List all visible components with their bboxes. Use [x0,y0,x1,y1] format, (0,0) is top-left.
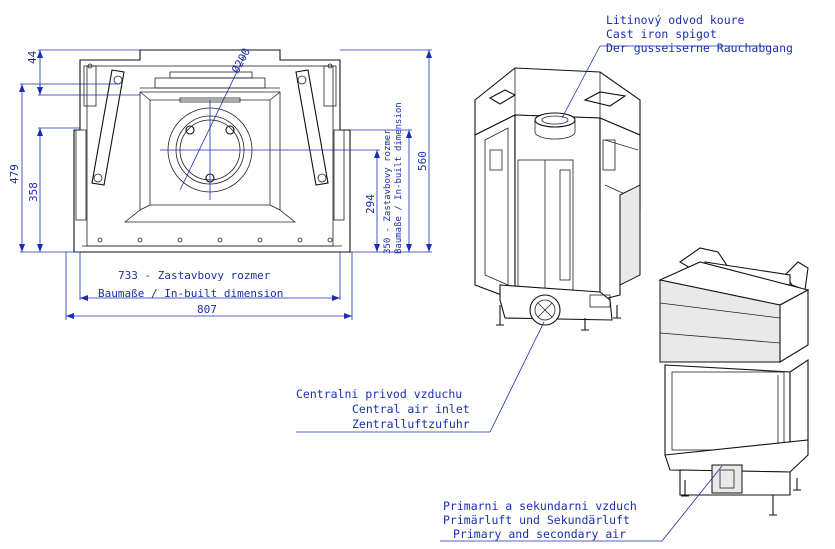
dim-44: 44 [26,50,39,64]
callout-primary-air-en: Primary and secondary air [453,527,626,541]
callout-central-air-en: Central air inlet [352,402,470,416]
dim-294: 294 [364,194,377,214]
dim-479: 479 [8,164,21,184]
dim-358: 358 [27,182,40,202]
callout-primary-air-cz: Primarni a sekundarni vzduch [443,499,637,513]
callout-central-air-de: Zentralluftzufuhr [352,417,470,431]
dim-350-line2: Baumaße / In-built dimension [394,102,404,254]
callout-spigot-cz: Litinový odvod koure [606,13,745,27]
dim-733-line1: 733 - Zastavbovy rozmer [118,269,271,282]
callout-primary-air-de: Primärluft und Sekundärluft [443,513,630,527]
callout-lines [296,45,770,542]
dim-350-line1: 350 - Zastavbovy rozmer [383,129,393,254]
dim-733-line2: Baumaße / In-built dimension [98,287,283,300]
front-view [73,49,351,253]
callout-spigot-de: Der gusseiserne Rauchabgang [606,41,793,55]
callout-central-air-cz: Centralni privod vzduchu [296,387,462,401]
back-isometric-view [474,67,641,331]
front-isometric-view [658,247,810,516]
front-view-dimensions [19,49,432,320]
dim-807: 807 [197,303,217,316]
callout-spigot-en: Cast iron spigot [606,27,717,41]
dim-560: 560 [416,151,429,171]
